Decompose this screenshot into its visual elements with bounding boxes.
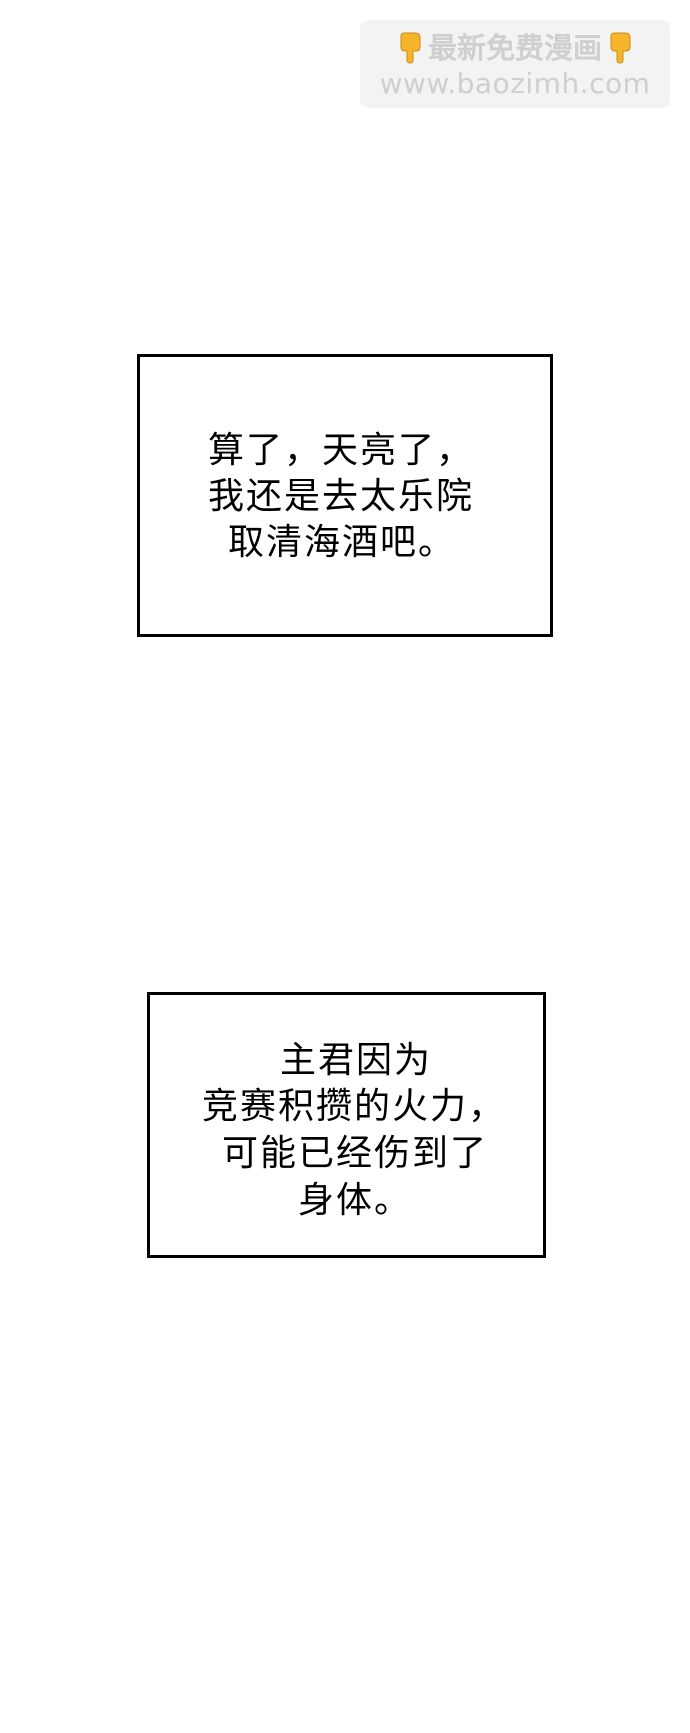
watermark: 最新免费漫画 www.baozimh.com — [360, 20, 670, 108]
speech-line: 取清海酒吧。 — [228, 522, 457, 563]
speech-box-2: 主君因为 竞赛积攒的火力， 可能已经伤到了 身体。 — [147, 992, 546, 1258]
speech-line: 可能已经伤到了 — [222, 1133, 489, 1174]
speech-box-1: 算了，天亮了， 我还是去太乐院 取清海酒吧。 — [137, 354, 553, 637]
speech-line: 主君因为 — [280, 1040, 433, 1081]
speech-line: 我还是去太乐院 — [208, 476, 475, 517]
watermark-url: www.baozimh.com — [379, 67, 651, 100]
pointing-down-hand-icon — [400, 32, 421, 64]
watermark-title: 最新免费漫画 — [427, 31, 602, 65]
speech-line: 竞赛积攒的火力， — [202, 1086, 507, 1127]
watermark-title-row: 最新免费漫画 — [360, 30, 670, 66]
speech-line: 身体。 — [298, 1180, 413, 1221]
speech-line: 算了，天亮了， — [208, 430, 475, 471]
pointing-down-hand-icon — [610, 32, 631, 64]
